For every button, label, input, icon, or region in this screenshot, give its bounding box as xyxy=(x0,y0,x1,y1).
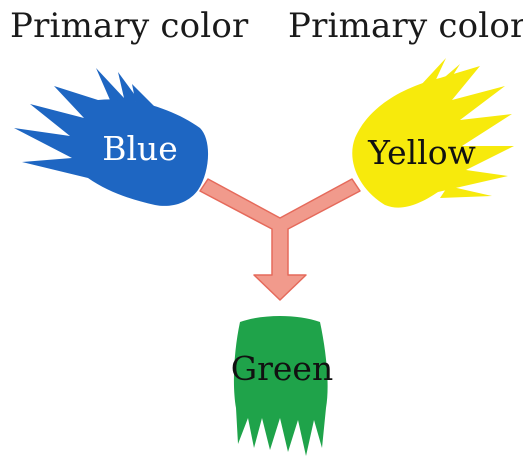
blue-label: Blue xyxy=(102,129,178,168)
blue-brush-bristle xyxy=(96,68,140,102)
combine-arrow xyxy=(199,178,361,301)
blue-brush-shape xyxy=(14,86,209,206)
yellow-brush-shape xyxy=(352,66,514,208)
blue-brush: Blue xyxy=(14,68,209,206)
yellow-brush-bristle xyxy=(420,58,460,96)
green-label: Green xyxy=(231,349,333,388)
green-brush: Green xyxy=(231,316,333,456)
primary-color-heading-right: Primary color xyxy=(288,6,523,46)
primary-color-heading-left: Primary color xyxy=(10,6,249,46)
blue-brush-bristle xyxy=(132,84,156,108)
yellow-brush-bristle xyxy=(440,186,492,198)
green-brush-shape xyxy=(233,316,328,456)
yellow-brush: Yellow xyxy=(352,58,514,208)
yellow-label: Yellow xyxy=(367,133,476,172)
